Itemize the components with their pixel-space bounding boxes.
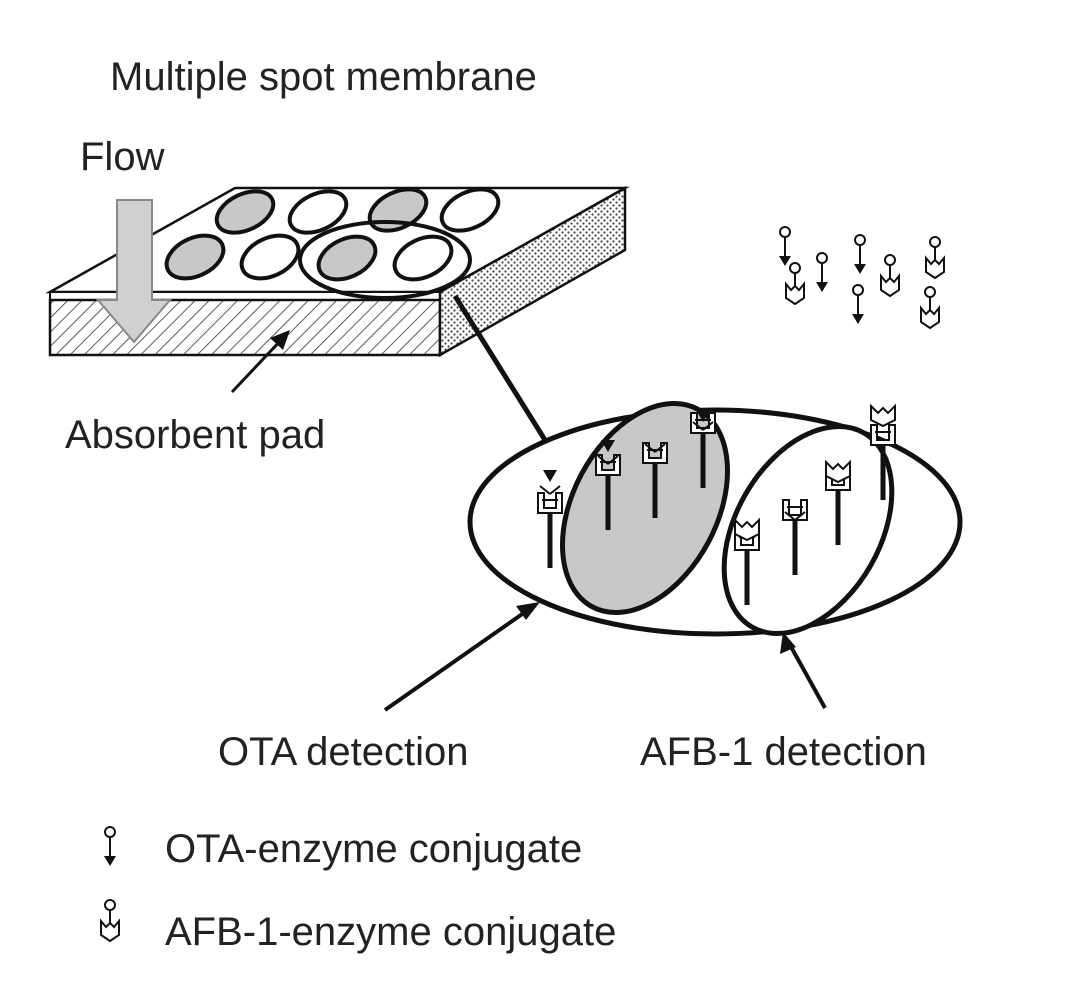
zoom-selection-ellipse	[298, 220, 472, 300]
legend: OTA-enzyme conjugate AFB-1-enzyme conjug…	[100, 826, 616, 954]
flow-arrow	[95, 199, 173, 344]
ota-conjugate-icon	[104, 826, 116, 866]
afb-detection-label: AFB-1 detection	[640, 730, 927, 774]
flow-label: Flow	[80, 135, 165, 179]
diagram-title: Multiple spot membrane	[110, 55, 537, 99]
spot-empty	[287, 189, 349, 235]
spot-filled	[214, 189, 276, 235]
spot-empty	[239, 233, 301, 281]
ota-detection-arrow	[383, 608, 530, 712]
afb-detection-arrow	[788, 644, 827, 709]
legend-ota-conjugate: OTA-enzyme conjugate	[165, 827, 582, 871]
ota-detection-zone	[560, 400, 730, 616]
absorbent-pad-label: Absorbent pad	[65, 413, 325, 457]
afb-antibodies	[735, 403, 895, 605]
spot-filled	[164, 233, 226, 281]
spot-filled	[316, 234, 378, 282]
afb-conjugate-icon	[100, 899, 120, 943]
ota-detection-label: OTA detection	[218, 730, 469, 774]
zoom-connector-line	[452, 294, 548, 442]
free-conjugates	[778, 226, 945, 329]
absorbent-pad-pointer	[230, 336, 285, 394]
spot-empty	[439, 187, 501, 233]
spot-empty	[392, 234, 454, 282]
membrane-spots	[164, 187, 501, 282]
ota-antibodies	[538, 410, 715, 568]
legend-afb-conjugate: AFB-1-enzyme conjugate	[165, 910, 616, 954]
